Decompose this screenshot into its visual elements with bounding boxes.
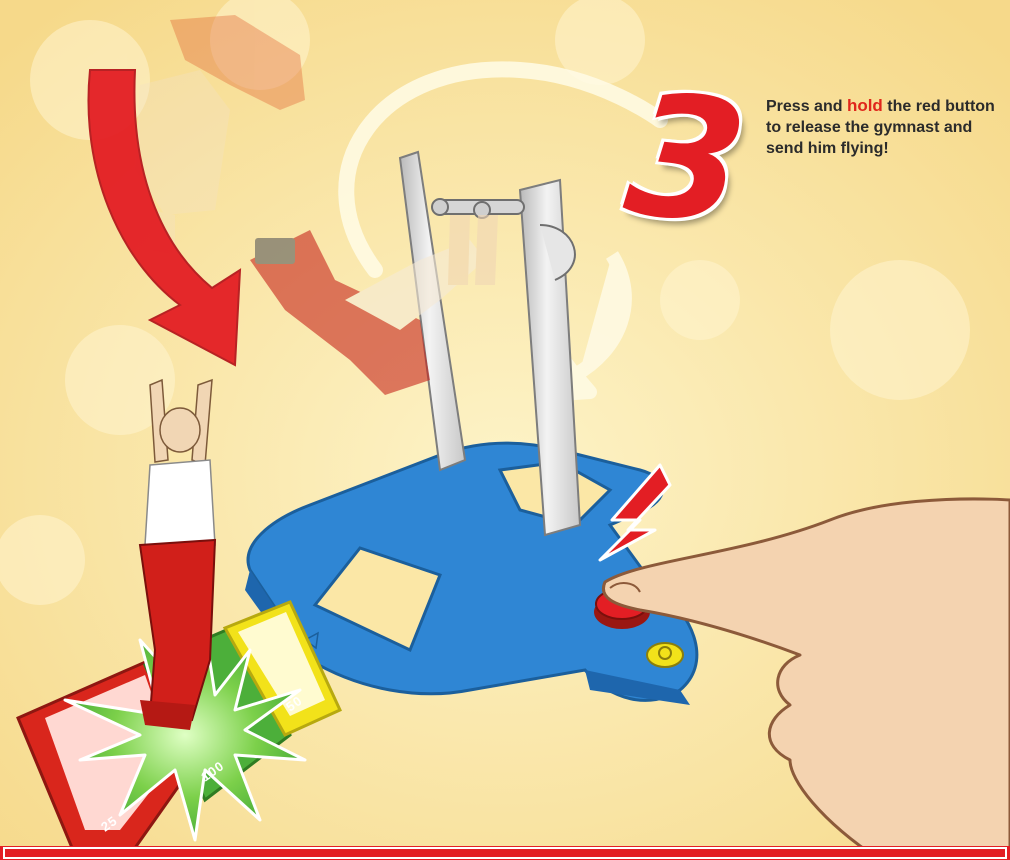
step-number: 3 [618, 55, 755, 263]
curved-arrow-icon [338, 61, 668, 278]
high-bar-frame [398, 150, 582, 537]
press-arrow-icon [598, 463, 672, 562]
instruction-emphasis: hold [846, 96, 883, 115]
down-arrow-icon [87, 69, 242, 367]
instruction-text-end: the red button to release the gymnast an… [766, 98, 995, 157]
bottom-banner-frame [3, 847, 1007, 859]
reset-button-icon[interactable] [646, 642, 684, 668]
instruction-text: Press and hold the red button to release… [766, 95, 1006, 159]
bottom-banner [0, 846, 1010, 860]
gymnast-figure [138, 378, 217, 730]
instruction-text-start: Press and [766, 98, 847, 115]
swinging-gymnast [250, 215, 498, 395]
pointing-hand [601, 497, 1010, 860]
